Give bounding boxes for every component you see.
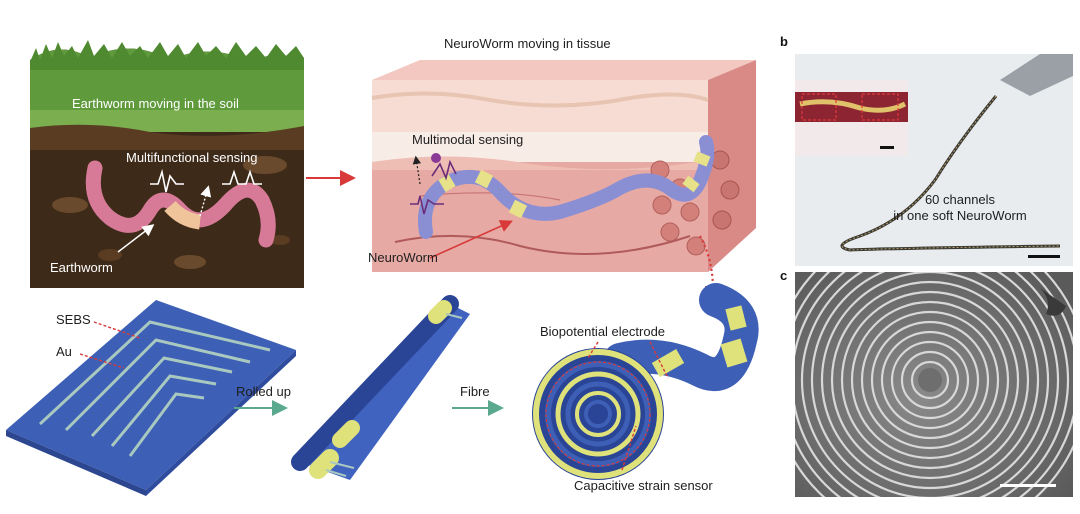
tissue-to-fibre-arrow	[699, 235, 723, 305]
multimodal-label: Multimodal sensing	[412, 132, 523, 147]
sensing-label: Multifunctional sensing	[126, 150, 258, 165]
strain-label: Capacitive strain sensor	[574, 478, 713, 493]
fibre-label: Fibre	[460, 384, 490, 399]
sebs-pointer	[93, 321, 141, 339]
earthworm-pointer	[117, 224, 155, 253]
panel-c-letter: c	[780, 268, 787, 283]
au-label: Au	[56, 344, 72, 359]
au-pointer	[79, 353, 125, 369]
panel-c-sem-image	[795, 272, 1073, 497]
sebs-substrate	[6, 300, 296, 496]
sebs-label: SEBS	[56, 312, 91, 327]
multimodal-signal	[410, 153, 457, 215]
electrode-label: Biopotential electrode	[540, 324, 665, 339]
cell-pattern	[650, 150, 740, 256]
multimodal-arrow	[412, 155, 422, 185]
electrode-pointer-2	[649, 341, 669, 379]
neuroworm-label: NeuroWorm	[368, 250, 438, 265]
panel-b-caption-2: in one soft NeuroWorm	[893, 208, 1026, 223]
tissue-block	[371, 60, 756, 272]
panel-b-photo	[795, 54, 1073, 266]
sensing-arrow	[199, 185, 212, 217]
panel-b-letter: b	[780, 34, 788, 49]
neuroworm-pointer	[429, 220, 513, 259]
rolled-label: Rolled up	[236, 384, 291, 399]
electrode-pointer-1	[587, 341, 599, 359]
fibre-cross-section	[532, 283, 759, 480]
tissue-title: NeuroWorm moving in tissue	[444, 36, 611, 51]
soil-title: Earthworm moving in the soil	[72, 96, 239, 111]
earthworm-label: Earthworm	[50, 260, 113, 275]
panel-b-caption-1: 60 channels	[925, 192, 996, 207]
neuroworm-in-tissue	[418, 135, 715, 239]
rolled-sheet	[291, 295, 470, 480]
soil-illustration	[30, 40, 304, 288]
sensing-waveform	[150, 168, 262, 193]
strain-pointer	[621, 425, 637, 471]
earthworm	[85, 160, 276, 248]
